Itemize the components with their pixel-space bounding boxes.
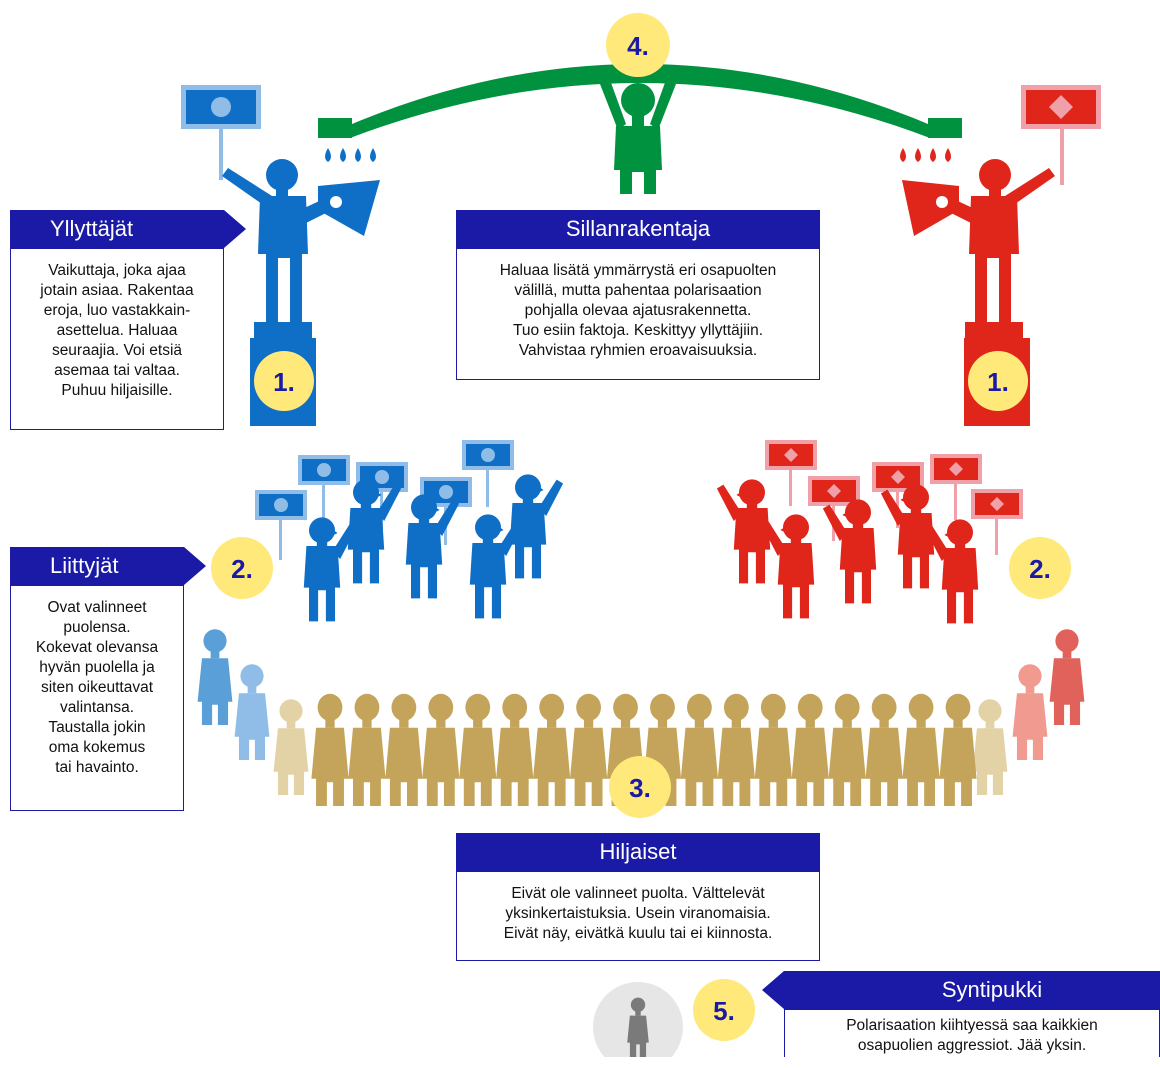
silent-person — [496, 693, 534, 806]
joiners-line: siten oikeuttavat — [40, 679, 153, 696]
badge-1-right — [968, 351, 1028, 411]
bridge-builder-line: Haluaa lisätä ymmärrystä eri osapuolten — [499, 262, 777, 279]
bridge-builder-line: välillä, mutta pahentaa polarisaation — [514, 282, 762, 299]
silent-person — [828, 693, 866, 806]
instigators-title: Yllyttäjät — [10, 210, 224, 248]
badge-2-left-text: 2. — [231, 554, 253, 584]
instigators-line: Vaikuttaja, joka ajaa — [48, 262, 186, 279]
bridge-left-cap — [318, 118, 352, 138]
silent-person — [754, 693, 792, 806]
right-megaphone-mouth — [936, 196, 948, 208]
bridge-builder-line: Vahvistaa ryhmien eroavaisuuksia. — [518, 342, 758, 359]
badge-2-left — [211, 537, 273, 599]
joiners-label-arrow — [184, 547, 206, 585]
instigators-line: seuraajia. Voi etsiä — [51, 342, 183, 359]
joiners-title: Liittyjät — [10, 547, 184, 585]
badge-4-text: 4. — [627, 31, 649, 61]
badge-5-text: 5. — [713, 996, 735, 1026]
badge-3-text: 3. — [629, 773, 651, 803]
left-bystanders — [197, 629, 309, 795]
instigators-line: Puhuu hiljaisille. — [61, 382, 173, 399]
bridge-builder-description: Haluaa lisätä ymmärrystä eri osapuolten v… — [456, 248, 820, 380]
silent-person — [717, 693, 755, 806]
scapegoat-line: osapuolien aggressiot. Jää yksin. — [857, 1037, 1087, 1054]
bridge-right-cap — [928, 118, 962, 138]
joiners-line: hyvän puolella ja — [39, 659, 155, 676]
blue-joiner-signs — [255, 440, 514, 560]
silent-person — [902, 693, 940, 806]
bridge-builder-title: Sillanrakentaja — [456, 210, 820, 248]
instigators-line: asemaa tai valtaa. — [54, 362, 180, 379]
silent-person — [533, 693, 571, 806]
instigators-line: asettelua. Haluaa — [56, 322, 178, 339]
scapegoat-line: Polarisaation kiihtyessä saa kaikkien — [846, 1017, 1098, 1034]
bridge-builder-line: pohjalla olevaa ajatusrakennetta. — [524, 302, 752, 319]
silent-person — [385, 693, 423, 806]
silent-line: Eivät näy, eivätkä kuulu tai ei kiinnost… — [503, 925, 773, 942]
joiners-description: Ovat valinneet puolensa. Kokevat olevansa h… — [10, 585, 184, 811]
silent-person — [939, 693, 977, 806]
silent-person — [569, 693, 608, 806]
red-drops — [900, 148, 951, 162]
bridge-builder-figure — [600, 80, 676, 194]
silent-title: Hiljaiset — [456, 833, 820, 871]
joiners-line: oma kokemus — [48, 739, 146, 756]
instigators-line: jotain asiaa. Rakentaa — [40, 282, 194, 299]
badge-2-right — [1009, 537, 1071, 599]
badge-5 — [693, 979, 755, 1041]
left-sign — [181, 85, 261, 180]
instigators-line: eroja, luo vastakkain- — [43, 302, 191, 319]
scapegoat-description: Polarisaation kiihtyessä saa kaikkien osa… — [784, 1009, 1160, 1057]
joiners-line: tai havainto. — [55, 759, 139, 776]
badge-1-right-text: 1. — [987, 367, 1009, 397]
left-megaphone-mouth — [330, 196, 342, 208]
silent-person — [459, 693, 497, 806]
scapegoat-label-arrow — [762, 971, 784, 1009]
blue-drops — [325, 148, 376, 162]
bridge-arc — [320, 64, 960, 138]
red-joiner-signs — [765, 440, 1023, 555]
joiners-line: valintansa. — [59, 699, 135, 716]
silent-person — [348, 693, 386, 806]
bridge-builder-line: Tuo esiin faktoja. Keskittyy yllyttäjiin… — [512, 322, 764, 339]
badge-4 — [606, 13, 670, 77]
scapegoat-title: Syntipukki — [784, 971, 1160, 1009]
badge-2-right-text: 2. — [1029, 554, 1051, 584]
joiners-line: Ovat valinneet — [47, 599, 147, 616]
silent-person — [311, 693, 349, 806]
silent-person — [680, 693, 719, 806]
silent-line: yksinkertaistuksia. Usein viranomaisia. — [505, 905, 771, 922]
right-bystanders — [972, 629, 1085, 795]
instigators-label-arrow — [224, 210, 246, 248]
badge-1-left-text: 1. — [273, 367, 295, 397]
joiners-line: puolensa. — [63, 619, 131, 636]
silent-person — [791, 693, 829, 806]
joiners-line: Kokevat olevansa — [35, 639, 159, 656]
silent-line: Eivät ole valinneet puolta. Välttelevät — [511, 885, 765, 902]
joiners-line: Taustalla jokin — [48, 719, 146, 736]
silent-person — [865, 693, 903, 806]
instigators-description: Vaikuttaja, joka ajaa jotain asiaa. Raken… — [10, 248, 224, 430]
silent-description: Eivät ole valinneet puolta. Välttelevät y… — [456, 871, 820, 961]
badge-1-left — [254, 351, 314, 411]
right-sign — [1021, 85, 1101, 185]
badge-3 — [609, 756, 671, 818]
silent-person — [422, 693, 460, 806]
